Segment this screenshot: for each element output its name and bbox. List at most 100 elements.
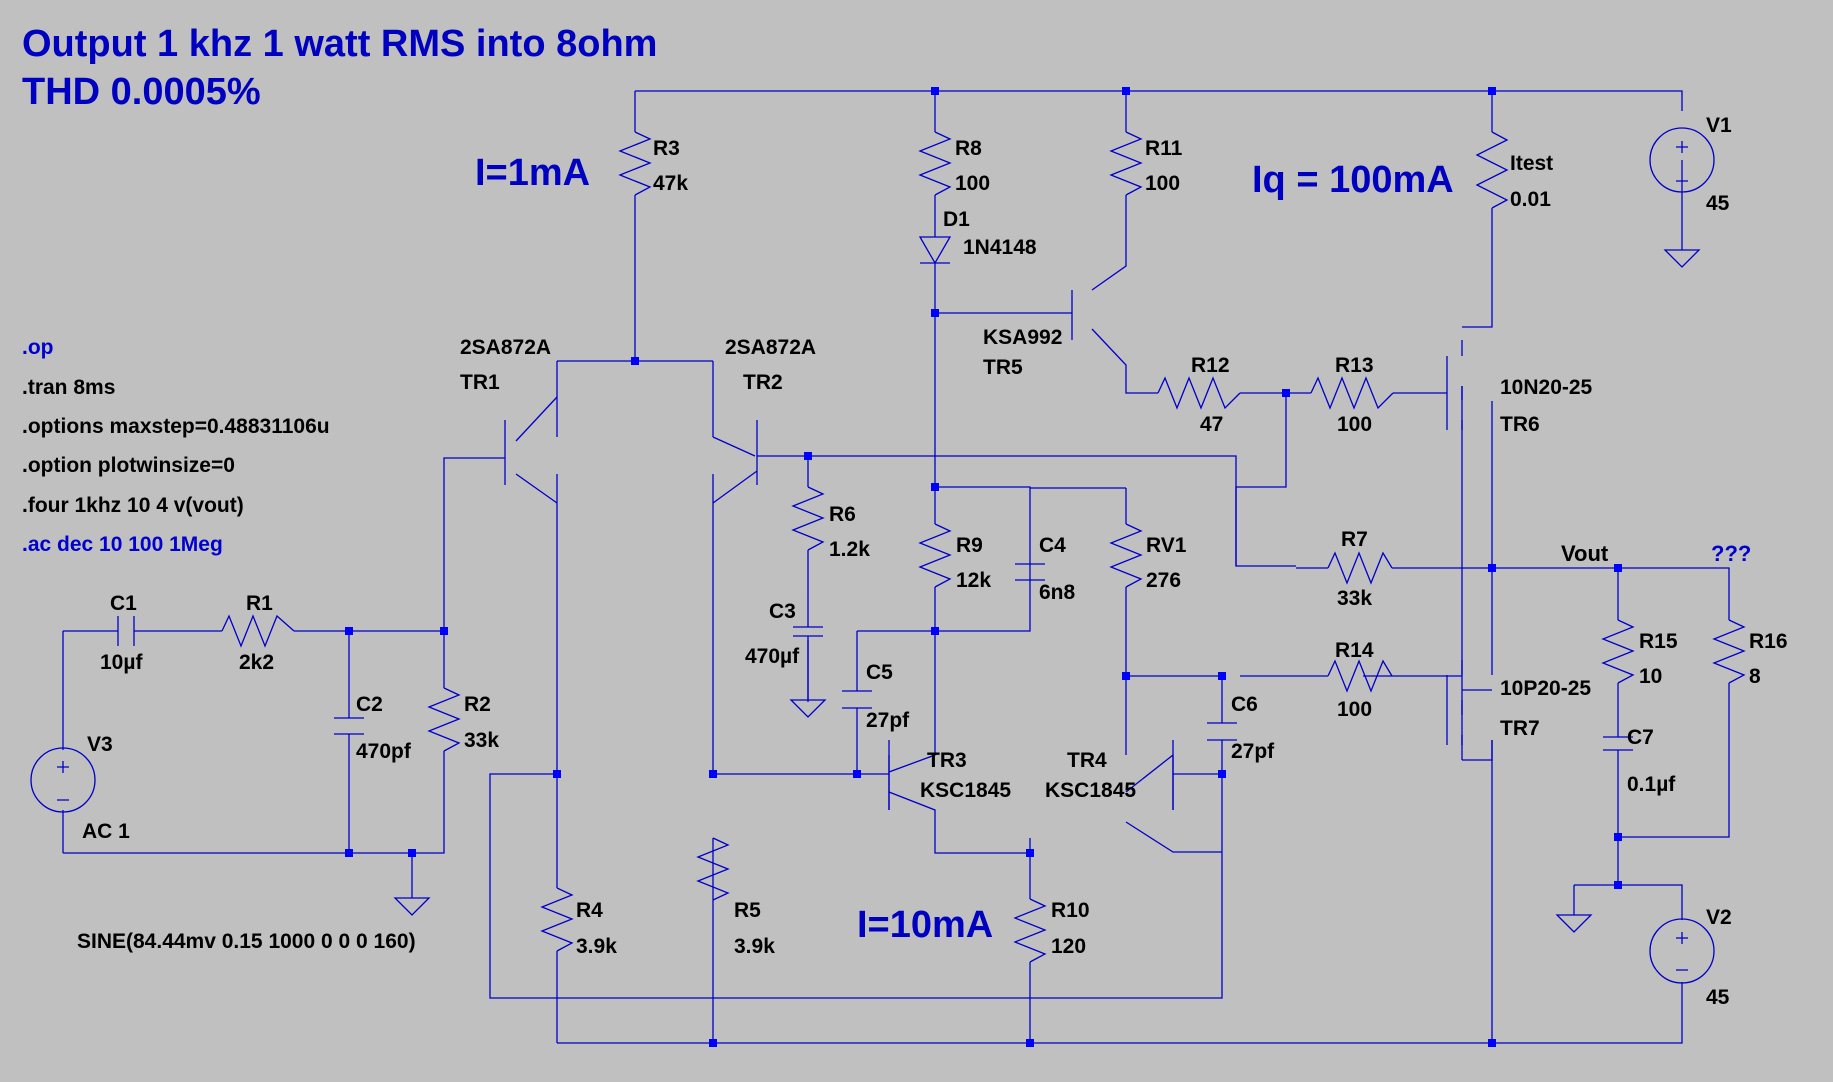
RV1-symbol [1109, 523, 1143, 588]
V2-symbol [1649, 918, 1715, 984]
R11-name: R11 [1145, 137, 1183, 160]
R6-symbol [791, 486, 825, 551]
ground-1 [393, 897, 431, 916]
net-label-vout: Vout [1561, 541, 1609, 566]
R4-value: 3.9k [576, 935, 617, 958]
V3-value: AC 1 [82, 820, 130, 843]
TR3-name: TR3 [927, 749, 967, 772]
C5-name: C5 [866, 661, 893, 684]
C2-name: C2 [356, 693, 383, 716]
Itest-symbol [1475, 131, 1509, 209]
D1-value: 1N4148 [963, 236, 1037, 259]
R8-symbol [918, 131, 952, 196]
R7-value: 33k [1337, 587, 1372, 610]
R3-symbol [618, 131, 652, 196]
D1-name: D1 [943, 208, 970, 231]
C3-symbol [793, 593, 823, 700]
C1-value: 10µf [100, 651, 143, 674]
C7-value: 0.1µf [1627, 773, 1676, 796]
title-line2: THD 0.0005% [22, 71, 261, 113]
R2-symbol [427, 687, 461, 752]
C6-name: C6 [1231, 693, 1258, 716]
ground-3 [1663, 244, 1701, 268]
C5-symbol [842, 690, 872, 709]
TR7-bar [1446, 660, 1463, 745]
R16-value: 8 [1749, 665, 1761, 688]
R13-symbol [1310, 376, 1394, 410]
R9-symbol [918, 523, 952, 588]
D1-symbol [918, 236, 952, 265]
TR4-model: KSC1845 [1045, 779, 1136, 802]
C2-symbol [334, 717, 364, 735]
R1-symbol [221, 614, 295, 648]
junction-dots [345, 87, 1622, 1047]
R3-name: R3 [653, 137, 680, 160]
R5-symbol [696, 837, 730, 901]
TR7-name: TR7 [1500, 717, 1540, 740]
R15-value: 10 [1639, 665, 1662, 688]
TR2-model: 2SA872A [725, 336, 816, 359]
R6-name: R6 [829, 503, 856, 526]
R1-value: 2k2 [239, 651, 274, 674]
net-label-unknown: ??? [1711, 541, 1751, 566]
R4-symbol [540, 887, 574, 952]
C1-name: C1 [110, 592, 137, 615]
TR4-name: TR4 [1067, 749, 1107, 772]
R4-name: R4 [576, 899, 603, 922]
directive-options: .options maxstep=0.48831106u [22, 415, 330, 438]
R11-symbol [1109, 131, 1143, 196]
TR1-model: 2SA872A [460, 336, 551, 359]
R9-value: 12k [956, 569, 991, 592]
TR5-name: TR5 [983, 356, 1023, 379]
directive-op: .op [22, 336, 54, 359]
directive-option: .option plotwinsize=0 [22, 454, 235, 477]
V1-value: 45 [1706, 192, 1730, 215]
RV1-value: 276 [1146, 569, 1181, 592]
R14-symbol [1327, 659, 1393, 693]
TR6-model: 10N20-25 [1500, 376, 1593, 399]
C6-symbol [1207, 722, 1237, 741]
TR6-bar [1446, 340, 1463, 430]
annotation-iq: Iq = 100mA [1252, 159, 1454, 201]
R2-name: R2 [464, 693, 491, 716]
V1-name: V1 [1706, 114, 1732, 137]
R2-value: 33k [464, 729, 499, 752]
Itest-name: Itest [1510, 152, 1553, 175]
TR1-name: TR1 [460, 371, 500, 394]
ground-2 [789, 699, 827, 718]
R3-value: 47k [653, 172, 688, 195]
annotation-i-ltp: I=1mA [475, 152, 590, 194]
wires [62, 90, 1730, 1044]
TR7-model: 10P20-25 [1500, 677, 1591, 700]
R8-value: 100 [955, 172, 990, 195]
R11-value: 100 [1145, 172, 1180, 195]
V3-sine: SINE(84.44mv 0.15 1000 0 0 0 160) [77, 930, 416, 953]
R10-value: 120 [1051, 935, 1086, 958]
V3-symbol [30, 747, 96, 813]
R16-symbol [1712, 619, 1746, 684]
TR6-name: TR6 [1500, 413, 1540, 436]
R14-value: 100 [1337, 698, 1372, 721]
V3-name: V3 [87, 733, 113, 756]
directive-tran: .tran 8ms [22, 376, 115, 399]
R7-name: R7 [1341, 528, 1368, 551]
R12-symbol [1157, 376, 1241, 410]
directive-ac: .ac dec 10 100 1Meg [22, 533, 223, 556]
R5-value: 3.9k [734, 935, 775, 958]
R5-name: R5 [734, 899, 761, 922]
V2-value: 45 [1706, 986, 1730, 1009]
C7-symbol [1603, 736, 1633, 751]
C4-name: C4 [1039, 534, 1066, 557]
R10-name: R10 [1051, 899, 1090, 922]
R1-name: R1 [246, 592, 273, 615]
C5-value: 27pf [866, 709, 910, 732]
R9-name: R9 [956, 534, 983, 557]
annotation-i-vas: I=10mA [857, 904, 993, 946]
C4-symbol [1015, 563, 1045, 581]
TR5-model: KSA992 [983, 326, 1062, 349]
R8-name: R8 [955, 137, 982, 160]
ground-4 [1555, 914, 1593, 933]
R14-name: R14 [1335, 639, 1374, 662]
C2-value: 470pf [356, 740, 412, 763]
